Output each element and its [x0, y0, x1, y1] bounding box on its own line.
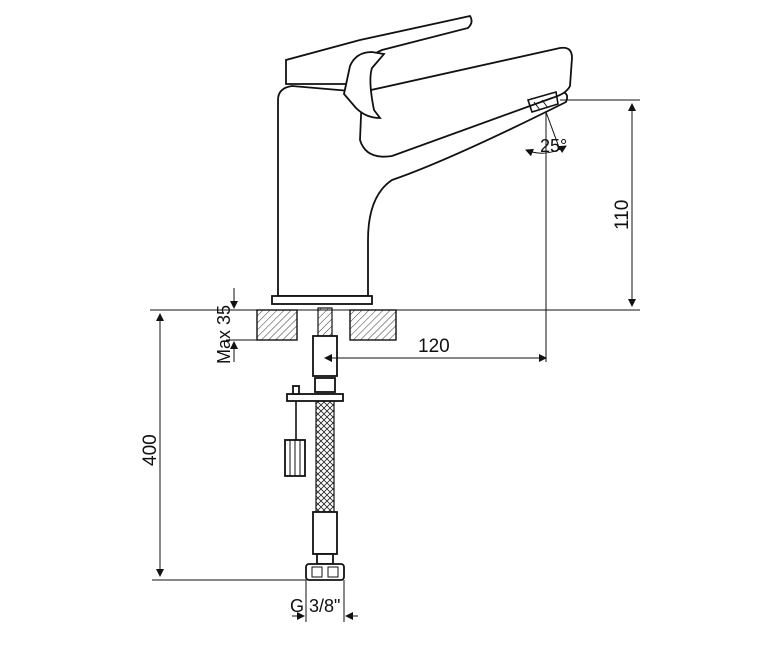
max-thickness-label: Max 35 — [214, 305, 234, 364]
angle-label: 25° — [540, 136, 567, 156]
faucet-body — [271, 85, 569, 305]
hose-nut — [305, 563, 345, 581]
base-flange — [271, 295, 373, 305]
deck-right — [349, 309, 397, 341]
deck-left — [256, 309, 298, 341]
dimension-lines — [150, 99, 640, 622]
mounting-surface — [256, 309, 397, 341]
braided-hose — [315, 393, 335, 513]
supply-hose — [305, 307, 345, 581]
height-label: 110 — [612, 200, 633, 230]
reach-label: 120 — [418, 336, 450, 357]
connection-label: G 3/8" — [290, 596, 340, 616]
lever-handle — [285, 14, 473, 119]
fixing-bolt — [284, 385, 344, 477]
spout — [359, 46, 573, 158]
hose-length-label: 400 — [140, 434, 161, 466]
aerator — [526, 90, 559, 113]
